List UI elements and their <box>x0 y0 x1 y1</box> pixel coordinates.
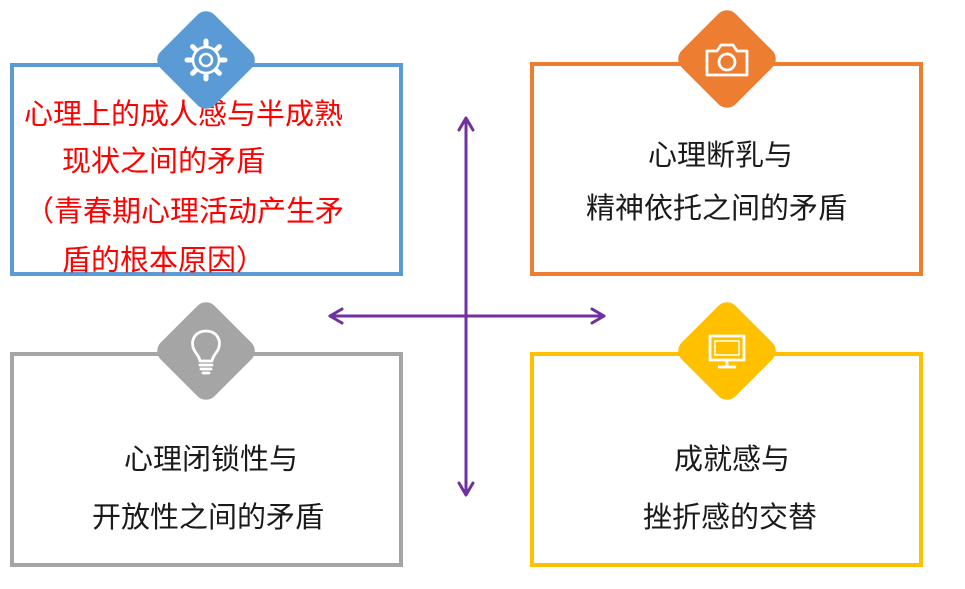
arrow-down-icon <box>457 481 475 497</box>
quadrant-top-left-line-2: 现状之间的矛盾 <box>62 144 266 178</box>
quadrant-bottom-left-line-2: 开放性之间的矛盾 <box>92 500 325 534</box>
gear-icon <box>184 38 228 82</box>
arrow-up-icon <box>457 116 475 132</box>
quadrant-bottom-right-line-2: 挫折感的交替 <box>643 500 818 534</box>
quadrant-bottom-left-line-1: 心理闭锁性与 <box>124 442 299 476</box>
arrow-right-icon <box>590 307 606 325</box>
quadrant-top-left-line-3: （青春期心理活动产生矛 <box>25 194 345 228</box>
camera-icon <box>705 43 749 77</box>
quadrant-top-right-line-2: 精神依托之间的矛盾 <box>586 191 848 225</box>
quadrant-top-right-line-1: 心理断乳与 <box>648 138 794 172</box>
lightbulb-icon <box>191 329 221 375</box>
quadrant-bottom-right-box <box>530 352 923 567</box>
arrow-left-icon <box>328 307 344 325</box>
monitor-icon <box>708 334 746 369</box>
quadrant-bottom-right-line-1: 成就感与 <box>674 442 791 476</box>
quadrant-top-left-line-4: 盾的根本原因） <box>62 243 266 277</box>
quadrant-top-left-line-1: 心理上的成人感与半成熟 <box>24 97 344 131</box>
